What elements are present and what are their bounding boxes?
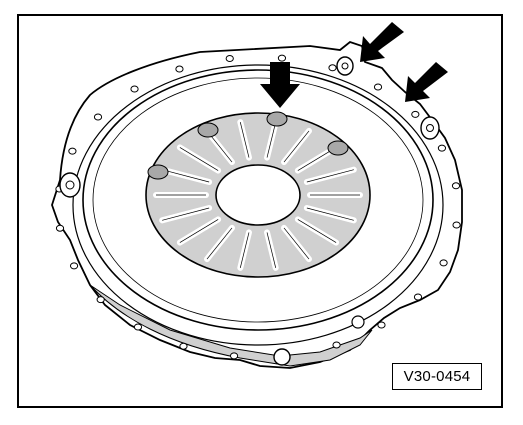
bolt-hole — [439, 259, 448, 267]
bolt-hole — [96, 296, 105, 304]
pressure-plate-face-inner — [92, 77, 424, 323]
bolt-hole — [93, 113, 103, 121]
bolt-hole — [179, 342, 188, 350]
spring-finger-edge — [179, 147, 219, 171]
bolt-hole — [452, 221, 461, 229]
bolt-hole — [411, 110, 420, 118]
spring-finger-edge — [266, 232, 277, 268]
spring-finger-edge — [306, 207, 354, 221]
spring-finger-edge — [179, 219, 219, 243]
figure-frame — [17, 14, 503, 408]
spring-finger-edge — [297, 219, 337, 243]
bolt-hole — [377, 321, 386, 329]
spring-finger-edge — [266, 122, 277, 158]
housing-mounting-lugs — [59, 56, 440, 366]
spring-finger-edge — [162, 207, 210, 221]
figure-reference-code: V30-0454 — [392, 363, 482, 390]
bolt-hole — [277, 54, 287, 62]
housing-bolt-holes — [55, 54, 461, 360]
bolt-hole — [332, 341, 341, 349]
bolt-hole — [68, 147, 77, 155]
spring-finger-edge — [306, 169, 354, 183]
housing-lower-lip — [89, 284, 373, 367]
spring-pivot-rivets — [147, 111, 349, 180]
spring-finger-edge — [162, 169, 210, 183]
bolt-hole — [55, 224, 65, 232]
diaphragm-spring-fingers — [153, 119, 363, 271]
callout-arrow-2 — [360, 22, 404, 62]
callout-arrow-1 — [260, 62, 300, 108]
spring-finger-edge — [283, 227, 310, 260]
spring-finger-edge — [239, 122, 250, 158]
bolt-hole — [451, 182, 461, 190]
spring-finger-edge — [239, 232, 250, 268]
bolt-hole — [130, 85, 139, 93]
spring-finger-edge — [206, 227, 233, 260]
bolt-hole — [133, 323, 143, 331]
bolt-hole — [229, 352, 239, 360]
spring-finger-edge — [283, 130, 310, 163]
bolt-hole — [328, 64, 337, 72]
callout-arrow-3 — [405, 62, 448, 102]
bolt-hole — [175, 65, 184, 73]
diaphragm-center-hole — [215, 164, 301, 226]
bolt-hole — [373, 83, 383, 91]
bolt-hole — [437, 144, 447, 152]
bolt-hole — [225, 55, 234, 63]
bolt-hole — [69, 262, 79, 270]
housing-inner-edge — [72, 64, 444, 346]
bolt-hole — [413, 293, 423, 301]
